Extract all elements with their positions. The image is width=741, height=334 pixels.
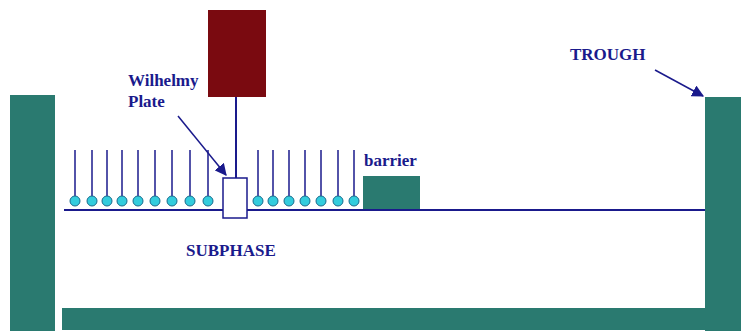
amphiphile-molecule [268, 150, 278, 206]
molecule-tail [272, 150, 274, 196]
molecule-tail [337, 150, 339, 196]
molecule-head [185, 196, 195, 206]
trough-wall [705, 97, 741, 331]
molecule-tail [189, 150, 191, 196]
amphiphile-molecule [300, 150, 310, 206]
molecule-tail [91, 150, 93, 196]
trough-wall [10, 95, 55, 331]
amphiphile-molecule [117, 150, 127, 206]
part-label: Wilhelmy Plate [128, 70, 218, 112]
molecule-tail [171, 150, 173, 196]
molecule-tail [154, 150, 156, 196]
amphiphile-molecule [150, 150, 160, 206]
molecule-head [102, 196, 112, 206]
water-surface [64, 209, 705, 211]
part-label: barrier [364, 150, 484, 171]
amphiphile-molecule [333, 150, 343, 206]
amphiphile-molecule [167, 150, 177, 206]
leader-line [178, 116, 226, 175]
molecule-tail [207, 150, 209, 196]
molecule-head [150, 196, 160, 206]
molecule-head [117, 196, 127, 206]
molecule-tail [353, 150, 355, 196]
monolayer [70, 150, 359, 206]
amphiphile-molecule [316, 150, 326, 206]
molecule-head [203, 196, 213, 206]
balance [208, 10, 266, 97]
molecule-head [268, 196, 278, 206]
molecule-head [316, 196, 326, 206]
molecule-head [133, 196, 143, 206]
molecule-tail [320, 150, 322, 196]
molecule-tail [304, 150, 306, 196]
molecule-head [87, 196, 97, 206]
molecule-head [284, 196, 294, 206]
molecule-tail [257, 150, 259, 196]
amphiphile-molecule [185, 150, 195, 206]
wilhelmy-plate [223, 178, 247, 218]
leader-line [655, 70, 703, 96]
molecule-tail [74, 150, 76, 196]
region-label: SUBPHASE [186, 240, 346, 261]
molecule-tail [288, 150, 290, 196]
amphiphile-molecule [102, 150, 112, 206]
barrier-block [363, 176, 420, 209]
trough-floor [62, 308, 734, 330]
amphiphile-molecule [349, 150, 359, 206]
plate-wire [235, 97, 237, 178]
molecule-tail [121, 150, 123, 196]
part-label: TROUGH [570, 44, 710, 65]
amphiphile-molecule [203, 150, 213, 206]
amphiphile-molecule [133, 150, 143, 206]
amphiphile-molecule [70, 150, 80, 206]
molecule-head [70, 196, 80, 206]
amphiphile-molecule [253, 150, 263, 206]
molecule-head [333, 196, 343, 206]
molecule-head [253, 196, 263, 206]
molecule-head [300, 196, 310, 206]
amphiphile-molecule [87, 150, 97, 206]
molecule-tail [106, 150, 108, 196]
molecule-head [349, 196, 359, 206]
molecule-head [167, 196, 177, 206]
molecule-tail [137, 150, 139, 196]
amphiphile-molecule [284, 150, 294, 206]
